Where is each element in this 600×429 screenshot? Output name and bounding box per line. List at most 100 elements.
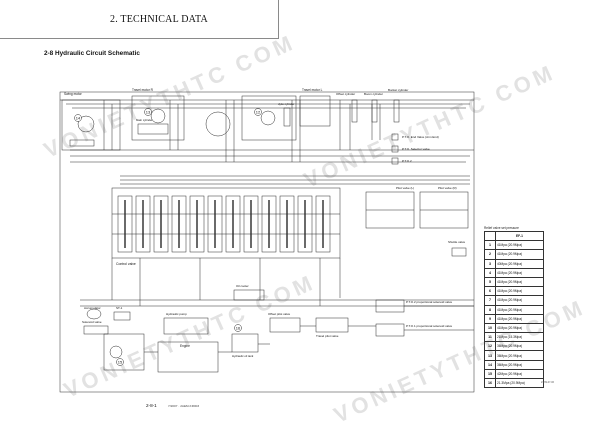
row-pressure: 21Mpa (15.3Mpa) [495, 332, 544, 343]
hydraulic-pump-box [163, 317, 209, 335]
row-number: 13 [484, 350, 496, 361]
pipe-line [70, 149, 474, 163]
row-pressure: 41Mpa (20.9Mpa) [495, 322, 544, 334]
spool [315, 195, 331, 253]
bucket-cylinder-label: Bucket cylinder [388, 88, 409, 92]
spool [297, 195, 313, 253]
shuttle-valve-label: Shuttle valve [448, 240, 466, 244]
accumulator-label: Accumulator [84, 306, 101, 310]
pto-end-valve [391, 133, 399, 141]
boom-cylinder-label: Boom cylinder [364, 92, 384, 96]
motor-symbol [77, 115, 95, 133]
shuttle-valve [451, 247, 467, 257]
circuit-frame [59, 91, 475, 393]
travel-motor-l [299, 95, 331, 127]
row-number: 9 [484, 313, 496, 324]
row-pressure: 42Mpa (20.9Mpa) [495, 368, 544, 380]
control-valve-label: Control valve [116, 262, 136, 266]
solenoid-valve [83, 325, 109, 335]
control-valve [111, 187, 341, 259]
hydraulic-oil-tank-label: Hydraulic oil tank [232, 354, 254, 358]
travel-motor-r [131, 95, 185, 141]
row-pressure: 41Mpa (20.9Mpa) [495, 286, 544, 297]
pipe-line [60, 99, 474, 109]
pto2-valve [391, 157, 399, 165]
ref-number [144, 108, 152, 116]
row-number: 1 [484, 240, 496, 251]
row-number: 8 [484, 304, 496, 315]
ref-number [116, 358, 124, 366]
oil-cooler-label: Oil cooler [236, 284, 249, 288]
spool [207, 195, 223, 253]
pipe-line [120, 175, 470, 185]
oil-cooler [233, 289, 265, 301]
row-pressure: 41Mpa (20.9Mpa) [495, 276, 544, 288]
ref-number [234, 324, 242, 332]
travel-motor-r-label: Travel motor R [132, 88, 153, 92]
pto1-proportional-label: P.T.O.1 proportional solenoid valve [406, 324, 453, 328]
offset-cylinder [351, 99, 358, 123]
row-pressure: 41Mpa (20.9Mpa) [495, 304, 544, 315]
figure-code: 27/09-07-06 [541, 381, 554, 384]
main-cylinder-box [137, 123, 169, 135]
row-pressure: 41Mpa (20.9Mpa) [495, 267, 544, 278]
pto1-proportional [375, 323, 405, 337]
pilot-valve-r-label: Pilot valve (R) [438, 186, 457, 190]
page-number: 2-8-1 [146, 403, 157, 408]
row-pressure: 36Mpa (20.9Mpa) [495, 350, 544, 361]
spool [243, 195, 259, 253]
spool [261, 195, 277, 253]
travel-motor-l-label: Travel motor L [302, 88, 323, 92]
travel-motor-l-box [241, 95, 297, 141]
ref-number: 15 [118, 360, 123, 365]
row-number: 16 [484, 377, 496, 389]
row-number: 3 [484, 258, 496, 269]
spool-group [117, 195, 331, 253]
travel-pilot-valve [315, 317, 349, 333]
document-code: 7/2007 · 2AEM-KR003 [168, 404, 200, 408]
ref-number: 14 [76, 116, 81, 121]
relief-table-title: Relief valve set pressure [484, 226, 519, 230]
pipe-line [144, 305, 474, 353]
offset-pilot-valve [269, 317, 301, 333]
pto2-label: P.T.O.2 [402, 159, 412, 163]
ref-number [254, 108, 262, 116]
st1-valve [113, 311, 131, 321]
spool [225, 195, 241, 253]
pilot-valve-l-label: Pilot valve (L) [396, 186, 415, 190]
table-header-cell: EF-1 [495, 230, 544, 242]
header-rule [0, 38, 86, 39]
pump-symbol [109, 345, 123, 359]
row-pressure: 41Mpa (20.9Mpa) [495, 295, 544, 306]
spool [153, 195, 169, 253]
row-number: 15 [484, 368, 496, 380]
row-number: 6 [484, 286, 496, 297]
row-pressure: 41Mpa (20.9Mpa) [495, 313, 544, 324]
ref-number: 16 [236, 326, 241, 331]
header-box [86, 0, 279, 39]
table-header-row: EF-1 [484, 230, 544, 242]
dyke-cylinder [283, 107, 291, 127]
row-pressure: 36Mpa (20.9Mpa) [495, 359, 544, 370]
solenoid-valve-label: Solenoid valve [82, 320, 102, 324]
motor-symbol [150, 108, 166, 124]
dyke-cylinder-label: dyke cylinder [278, 102, 295, 106]
spool [117, 195, 133, 253]
pipe-line [112, 213, 340, 235]
motor-symbol [260, 110, 276, 126]
row-number: 7 [484, 295, 496, 306]
bucket-cylinder [393, 99, 400, 123]
chapter-title: 2. TECHNICAL DATA [110, 14, 208, 25]
engine-label: Engine [180, 344, 190, 348]
row-number: 4 [484, 267, 496, 278]
